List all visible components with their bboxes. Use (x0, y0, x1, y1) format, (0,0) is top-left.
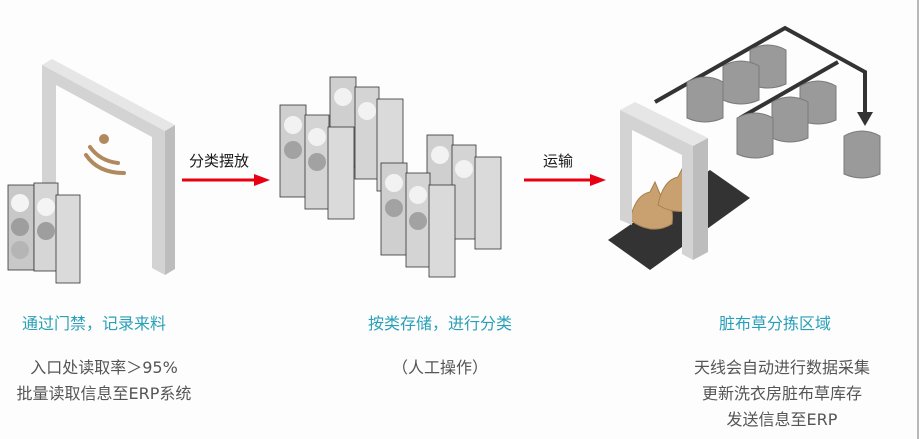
sorted-carts-illustration (279, 76, 502, 278)
right-border (917, 0, 919, 439)
arrow-right-icon (182, 174, 270, 186)
step-1-line-2: 批量读取信息至ERP系统 (16, 384, 192, 403)
step-1-line-1: 入口处读取率＞95% (30, 358, 178, 377)
sorting-area-illustration (608, 25, 881, 270)
step-1-title: 通过门禁，记录来料 (22, 314, 167, 333)
step-3-line-3: 发送信息至ERP (726, 410, 838, 429)
cart-group-1 (279, 76, 404, 220)
rail-arrow-icon (857, 112, 873, 126)
rfid-signal-icon (84, 134, 126, 175)
step-2-title: 按类存储，进行分类 (368, 314, 513, 333)
step-2-line-1: （人工操作） (391, 358, 488, 377)
overhead-rail (654, 25, 867, 120)
rfid-gate-illustration (7, 59, 175, 284)
step-3-line-2: 更新洗衣房脏布草库存 (701, 384, 862, 403)
conveyor-belt (608, 170, 750, 270)
clean-bag-icon (686, 44, 881, 179)
arrow-label-sort: 分类摆放 (189, 152, 250, 170)
step-3-title: 脏布草分拣区域 (719, 314, 832, 333)
arrow-label-transport: 运输 (543, 152, 574, 170)
step-1-description: 入口处读取率＞95% 批量读取信息至ERP系统 (4, 355, 204, 407)
step-3-description: 天线会自动进行数据采集 更新洗衣房脏布草库存 发送信息至ERP (672, 355, 892, 433)
rfid-gate (42, 59, 175, 275)
arrow-right-icon (524, 174, 606, 186)
step-2-description: （人工操作） (380, 355, 500, 381)
step-3-line-1: 天线会自动进行数据采集 (693, 358, 870, 377)
laundry-cart-icon (7, 182, 81, 284)
rfid-gate (620, 102, 708, 260)
cart-group-2 (380, 134, 502, 278)
